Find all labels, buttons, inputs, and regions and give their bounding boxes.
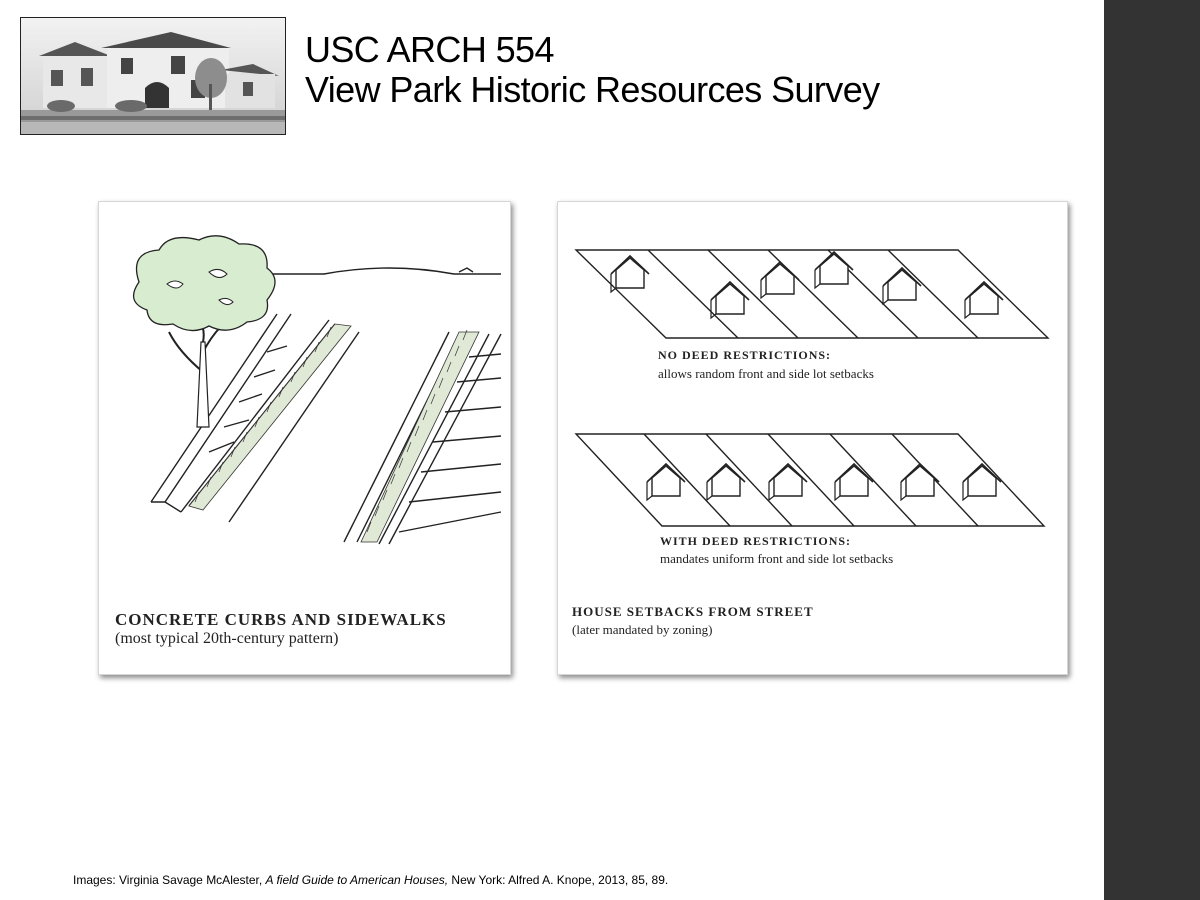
house-setbacks-figure: NO DEED RESTRICTIONS: allows random fron… — [557, 201, 1068, 675]
survey-title: View Park Historic Resources Survey — [305, 69, 880, 110]
right-sidebar — [1104, 0, 1200, 900]
caption-title: CONCRETE CURBS AND SIDEWALKS — [115, 610, 447, 629]
course-title: USC ARCH 554 — [305, 29, 555, 70]
caption-subtitle: (most typical 20th-century pattern) — [115, 630, 339, 647]
curbs-sidewalks-figure: CONCRETE CURBS AND SIDEWALKS (most typic… — [98, 201, 511, 675]
slide-title: USC ARCH 554 View Park Historic Resource… — [305, 30, 1085, 110]
credit-book-title: A field Guide to American Houses, — [265, 873, 449, 887]
credit-prefix: Images: Virginia Savage McAlester, — [73, 873, 266, 887]
house-photo-thumbnail — [20, 17, 286, 135]
label-with-restrictions-sub: mandates uniform front and side lot setb… — [660, 551, 894, 566]
label-no-restrictions: NO DEED RESTRICTIONS: — [658, 348, 832, 362]
label-with-restrictions: WITH DEED RESTRICTIONS: — [660, 534, 852, 548]
setback-lots-drawing — [574, 249, 1050, 527]
caption-subtitle: (later mandated by zoning) — [572, 622, 713, 637]
caption-title: HOUSE SETBACKS FROM STREET — [572, 604, 814, 619]
image-credit: Images: Virginia Savage McAlester, A fie… — [73, 873, 668, 887]
credit-suffix: New York: Alfred A. Knope, 2013, 85, 89. — [448, 873, 669, 887]
label-no-restrictions-sub: allows random front and side lot setback… — [658, 366, 874, 381]
curbs-sidewalks-drawing — [132, 235, 502, 545]
